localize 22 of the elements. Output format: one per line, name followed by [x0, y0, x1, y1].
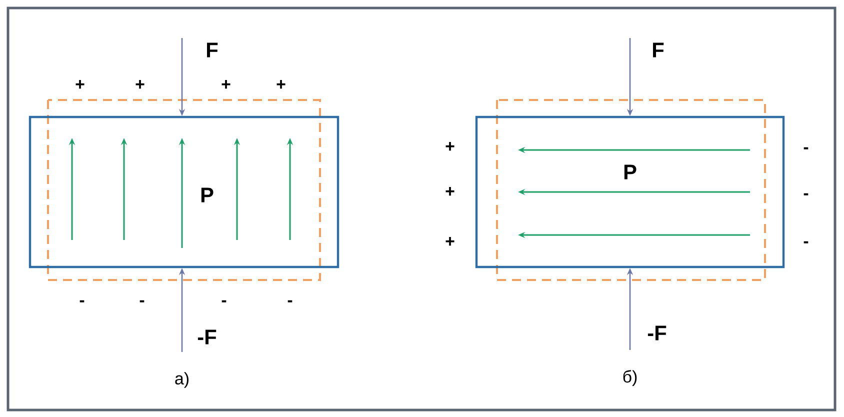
- force-label: -F: [198, 330, 216, 344]
- force-label: -F: [648, 326, 666, 340]
- crystal-box: P: [475, 116, 785, 268]
- force-label: F: [207, 42, 218, 58]
- panel-caption: б): [623, 370, 637, 386]
- charge-sign: -: [222, 300, 226, 302]
- charge-sign: +: [276, 80, 286, 89]
- charge-sign: +: [76, 80, 84, 89]
- charge-sign: +: [446, 187, 454, 196]
- charge-sign: -: [804, 147, 808, 150]
- charge-sign: -: [80, 300, 84, 302]
- crystal-box: P: [28, 116, 340, 268]
- charge-sign: -: [804, 193, 808, 196]
- charge-sign: +: [446, 142, 454, 151]
- charge-sign: +: [136, 80, 144, 89]
- force-label: F: [653, 42, 664, 58]
- charge-sign: -: [288, 300, 292, 302]
- charge-sign: -: [140, 300, 144, 302]
- charge-sign: -: [804, 241, 808, 244]
- charge-sign: +: [446, 237, 454, 246]
- panel-caption: а): [175, 372, 188, 388]
- charge-sign: +: [222, 80, 230, 89]
